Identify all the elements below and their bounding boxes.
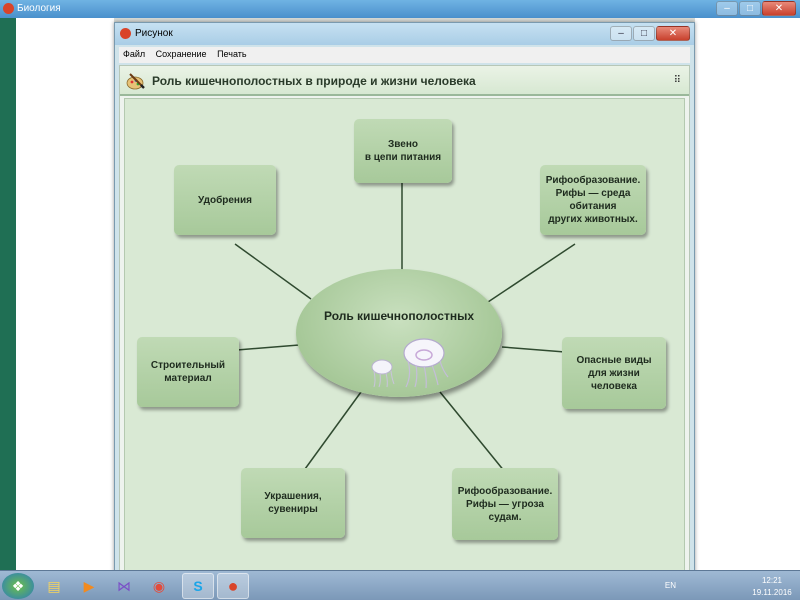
app-icon: [3, 3, 14, 14]
connector-building: [236, 344, 300, 351]
picture-minimize-button[interactable]: –: [610, 26, 632, 41]
node-dangerous-species: Опасные виды для жизни человека: [562, 337, 666, 409]
node-reef-habitat-line1: Рифообразование.: [545, 175, 641, 186]
node-reef-habitat-line3: обитания: [569, 201, 617, 212]
clock[interactable]: 12:21 19.11.2016: [750, 575, 794, 599]
chrome-icon[interactable]: ◉: [152, 577, 166, 594]
node-food-chain: Звено в цепи питания: [354, 119, 452, 183]
node-reef-habitat-line2: Рифы — среда: [555, 188, 631, 199]
maximize-button[interactable]: □: [739, 1, 761, 16]
picture-app-icon: [120, 28, 131, 39]
left-decoration-strip: [0, 18, 16, 570]
picture-maximize-button[interactable]: □: [633, 26, 655, 41]
file-explorer-icon[interactable]: ▤: [47, 577, 61, 594]
node-reef-threat-line1: Рифообразование.: [457, 485, 553, 497]
language-indicator[interactable]: EN: [664, 581, 676, 590]
taskbar: ❖ ▤ ▶ ⋈ ◉ S ● EN 12:21 19.11.2016: [0, 570, 800, 600]
node-reef-threat-line2: Рифы — угроза: [466, 498, 544, 510]
node-dangerous-line3: человека: [591, 380, 637, 392]
connector-dangerous: [501, 346, 566, 353]
skype-icon[interactable]: S: [182, 573, 214, 599]
outer-window-body: Рисунок – □ ✕ Файл Сохранение Печать: [0, 18, 800, 582]
picture-window-title: Рисунок: [135, 28, 173, 39]
clock-date: 19.11.2016: [752, 588, 792, 597]
node-souvenirs: Украшения, сувениры: [241, 468, 345, 538]
node-dangerous-line2: для жизни: [588, 367, 640, 379]
picture-close-button[interactable]: ✕: [656, 26, 690, 41]
start-orb-icon[interactable]: ❖: [2, 573, 34, 599]
picture-window: Рисунок – □ ✕ Файл Сохранение Печать: [114, 22, 695, 582]
node-food-chain-line1: Звено: [388, 139, 418, 150]
minimize-button[interactable]: –: [716, 1, 738, 16]
node-building-material: Строительный материал: [137, 337, 239, 407]
menu-bar: Файл Сохранение Печать: [119, 47, 690, 63]
node-food-chain-line2: в цепи питания: [364, 152, 442, 163]
menu-save[interactable]: Сохранение: [155, 49, 207, 59]
content-header: Роль кишечнополостных в природе и жизни …: [120, 66, 689, 96]
connector-reef-habitat: [484, 243, 576, 305]
node-souvenirs-line2: сувениры: [268, 504, 318, 515]
left-margin: [16, 18, 114, 570]
picture-window-titlebar: Рисунок – □ ✕: [115, 23, 694, 45]
apple-app-icon[interactable]: ●: [217, 573, 249, 599]
media-player-icon[interactable]: ▶: [83, 577, 95, 594]
connector-lines: [234, 174, 576, 473]
outer-window-title: Биология: [17, 3, 61, 14]
visual-studio-icon[interactable]: ⋈: [117, 577, 131, 594]
connector-reef-threat: [439, 391, 506, 473]
paintbrush-palette-icon: [126, 73, 145, 90]
node-reef-threat-line3: судам.: [488, 511, 522, 523]
clock-time: 12:21: [761, 576, 783, 585]
menu-file[interactable]: Файл: [123, 49, 146, 59]
connector-fertilizer: [234, 243, 312, 300]
outer-titlebar: Биология – □ ✕: [0, 0, 800, 18]
node-building-line1: Строительный: [150, 360, 226, 371]
close-button[interactable]: ✕: [762, 1, 796, 16]
menu-print[interactable]: Печать: [217, 49, 247, 59]
right-margin: [695, 18, 800, 570]
node-dangerous-line1: Опасные виды: [576, 354, 652, 366]
center-node: Роль кишечнополостных: [296, 269, 502, 397]
node-souvenirs-line1: Украшения,: [264, 491, 322, 502]
mind-map-diagram: Звено в цепи питания Удобрения Рифообраз…: [124, 98, 685, 572]
node-reef-threat: Рифообразование. Рифы — угроза судам.: [452, 468, 558, 540]
node-building-line2: материал: [164, 373, 212, 384]
connector-souvenirs: [304, 391, 362, 470]
outer-window-controls: – □ ✕: [716, 1, 796, 16]
node-fertilizer-label: Удобрения: [198, 194, 252, 206]
jellyfish-icon: [371, 338, 449, 389]
center-node-label: Роль кишечнополостных: [323, 309, 474, 323]
page-title: Роль кишечнополостных в природе и жизни …: [152, 74, 476, 88]
node-fertilizer: Удобрения: [174, 165, 276, 235]
picture-window-controls: – □ ✕: [610, 26, 690, 41]
node-reef-habitat: Рифообразование. Рифы — среда обитания д…: [540, 165, 646, 235]
node-reef-habitat-line4: других животных.: [548, 214, 638, 225]
content-frame: Роль кишечнополостных в природе и жизни …: [119, 65, 690, 577]
fullscreen-icon[interactable]: ⠿: [673, 75, 681, 86]
